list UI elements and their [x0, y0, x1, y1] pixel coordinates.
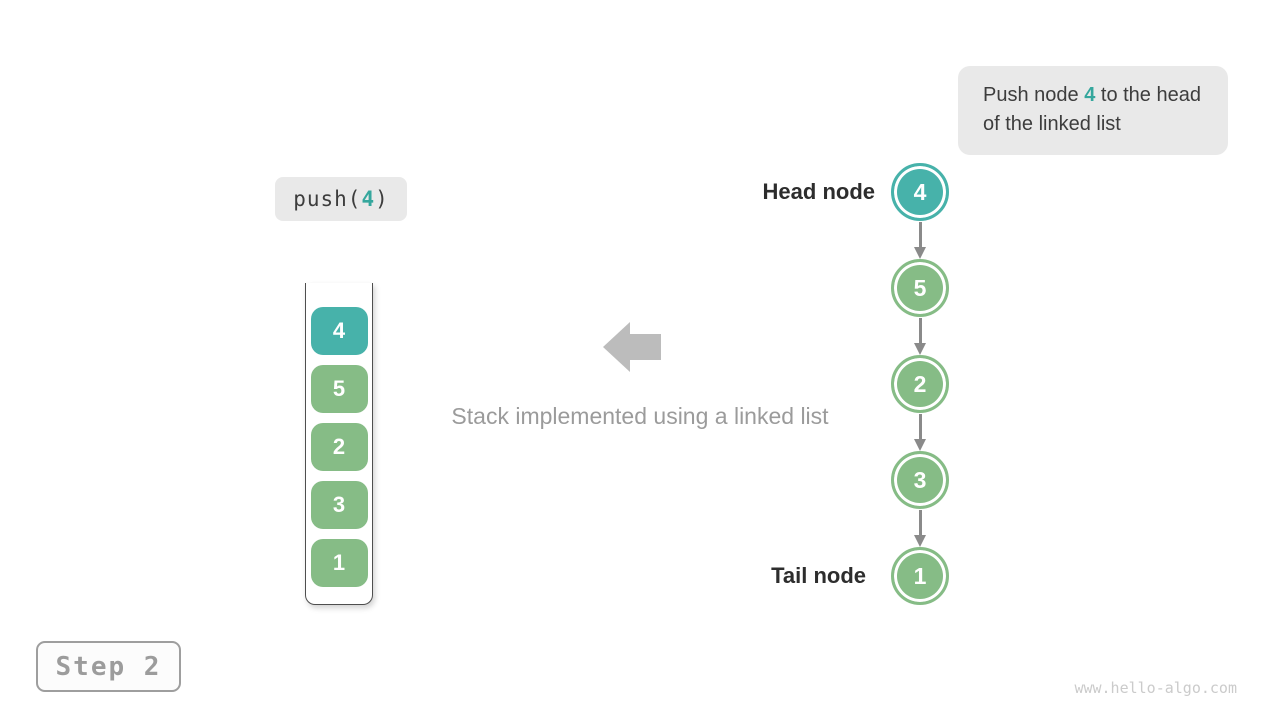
stack-item: 5	[310, 365, 368, 413]
stack-item: 3	[310, 481, 368, 529]
callout-text-pre: Push node	[983, 84, 1085, 106]
connector-line	[918, 510, 922, 535]
down-arrow-icon	[909, 318, 931, 355]
callout-text-post: to the head of the linked list	[983, 84, 1201, 135]
stack-item: 4	[310, 307, 368, 355]
stack-container: 4 5 2 3 1	[305, 283, 373, 605]
operation-arg: 4	[361, 187, 376, 211]
connector-arrowhead	[914, 535, 926, 547]
list-node: 5	[891, 259, 949, 317]
connector-arrowhead	[914, 343, 926, 355]
diagram-caption: Stack implemented using a linked list	[451, 403, 829, 429]
step-badge: Step 2	[36, 641, 181, 692]
watermark: www.hello-algo.com	[1074, 679, 1237, 697]
left-block-arrow-icon	[603, 322, 661, 372]
operation-pre: push(	[293, 187, 362, 211]
list-node: 4	[891, 163, 949, 221]
head-node-label: Head node	[762, 179, 875, 204]
connector-arrowhead	[914, 247, 926, 259]
operation-label: push(4)	[275, 177, 407, 221]
down-arrow-icon	[909, 222, 931, 259]
tail-node-label: Tail node	[771, 563, 866, 588]
connector-arrowhead	[914, 439, 926, 451]
step-callout: Push node 4 to the head of the linked li…	[958, 66, 1228, 155]
arrow-tail	[630, 334, 661, 360]
operation-post: )	[375, 187, 389, 211]
list-node: 1	[891, 547, 949, 605]
stack-item: 2	[310, 423, 368, 471]
down-arrow-icon	[909, 414, 931, 451]
stack-item: 1	[310, 539, 368, 587]
list-node: 3	[891, 451, 949, 509]
arrow-head	[603, 322, 630, 372]
down-arrow-icon	[909, 510, 931, 547]
connector-line	[918, 222, 922, 247]
connector-line	[918, 414, 922, 439]
connector-line	[918, 318, 922, 343]
list-node: 2	[891, 355, 949, 413]
callout-highlight-value: 4	[1084, 84, 1096, 106]
